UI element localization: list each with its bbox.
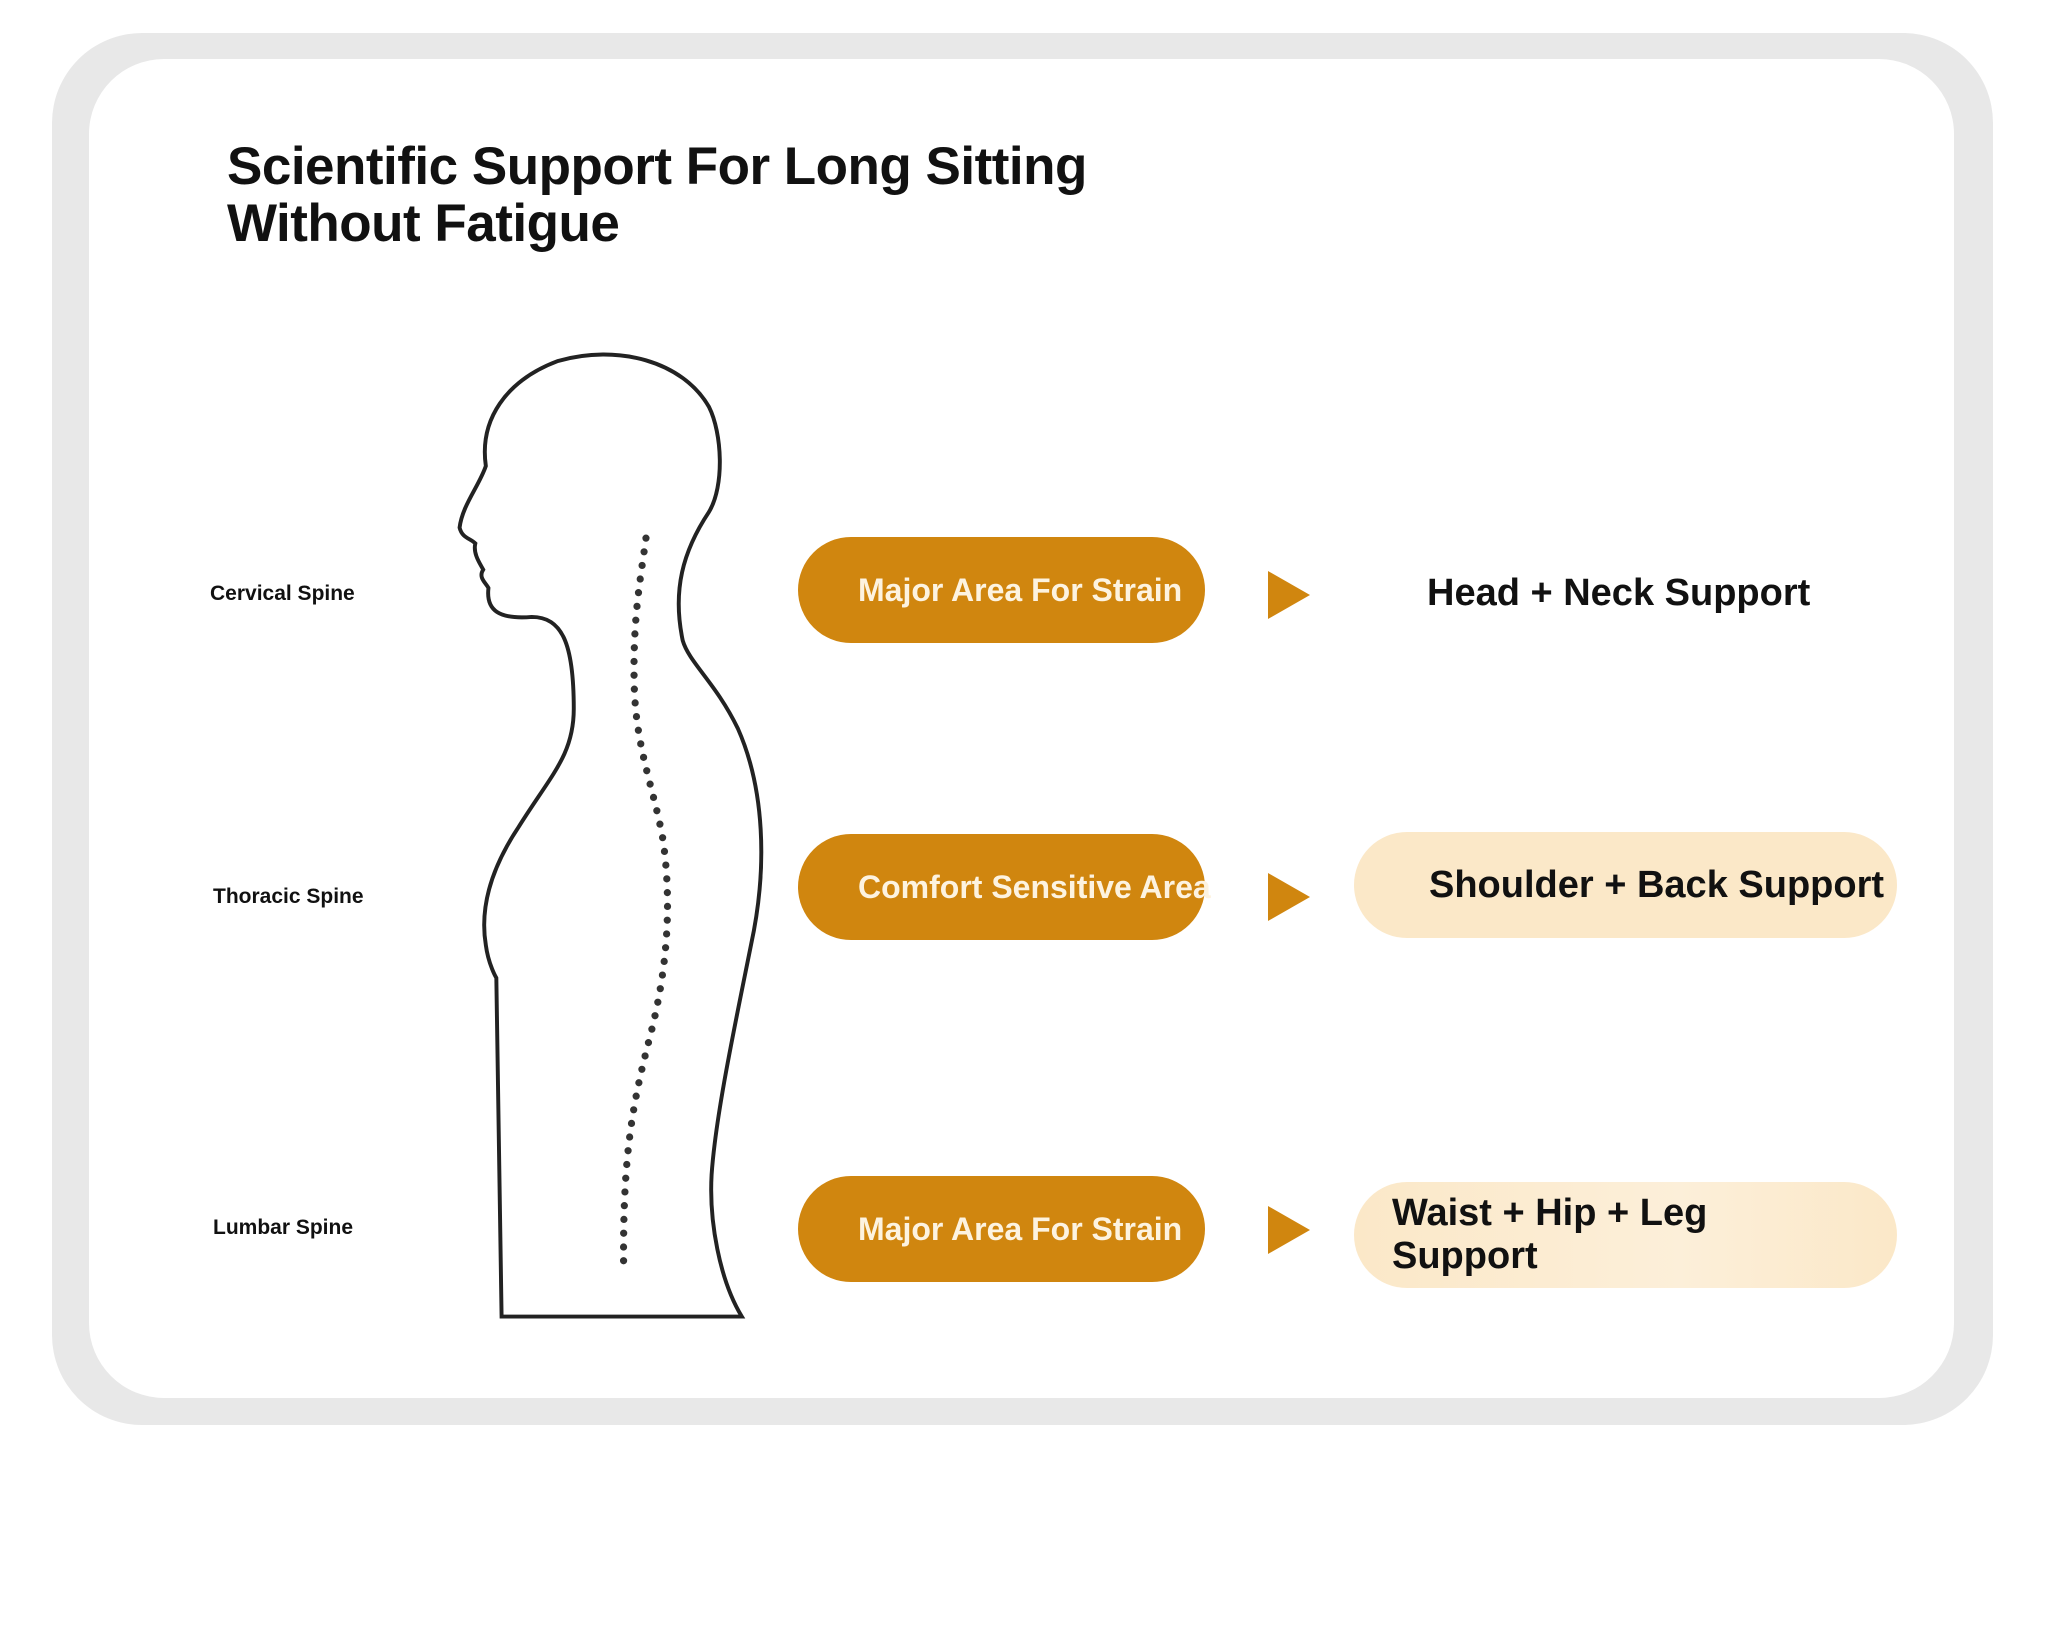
- label-lumbar-spine: Lumbar Spine: [213, 1216, 354, 1239]
- support-text: Head + Neck Support: [1427, 571, 1811, 614]
- support-text: Shoulder + Back Support: [1429, 863, 1885, 906]
- area-badge-text: Comfort Sensitive Area: [858, 868, 1211, 905]
- label-thoracic-spine: Thoracic Spine: [213, 885, 364, 908]
- arrow-right-icon: [1268, 571, 1310, 619]
- support-shoulder-back: Shoulder + Back Support: [1354, 832, 1897, 938]
- area-badge-1: Major Area For Strain: [798, 537, 1205, 643]
- label-cervical-spine: Cervical Spine: [210, 582, 355, 605]
- content-card: [89, 59, 1954, 1398]
- title-line-2: Without Fatigue: [227, 194, 620, 253]
- page-title: Scientific Support For Long Sitting With…: [227, 138, 1087, 252]
- arrow-right-icon: [1268, 1206, 1310, 1254]
- area-badge-text: Major Area For Strain: [858, 571, 1183, 608]
- area-badge-text: Major Area For Strain: [858, 1210, 1183, 1247]
- support-head-neck: Head + Neck Support: [1354, 540, 1897, 646]
- spine-dots: [619, 534, 672, 1275]
- title-line-1: Scientific Support For Long Sitting: [227, 137, 1087, 196]
- arrow-right-icon: [1268, 873, 1310, 921]
- body-outline: [457, 352, 764, 1319]
- area-badge-2: Comfort Sensitive Area: [798, 834, 1211, 940]
- support-text: Waist + Hip + Leg Support: [1392, 1192, 1708, 1277]
- area-badge-3: Major Area For Strain: [798, 1176, 1205, 1282]
- support-waist-hip-leg: Waist + Hip + Leg Support: [1354, 1182, 1897, 1288]
